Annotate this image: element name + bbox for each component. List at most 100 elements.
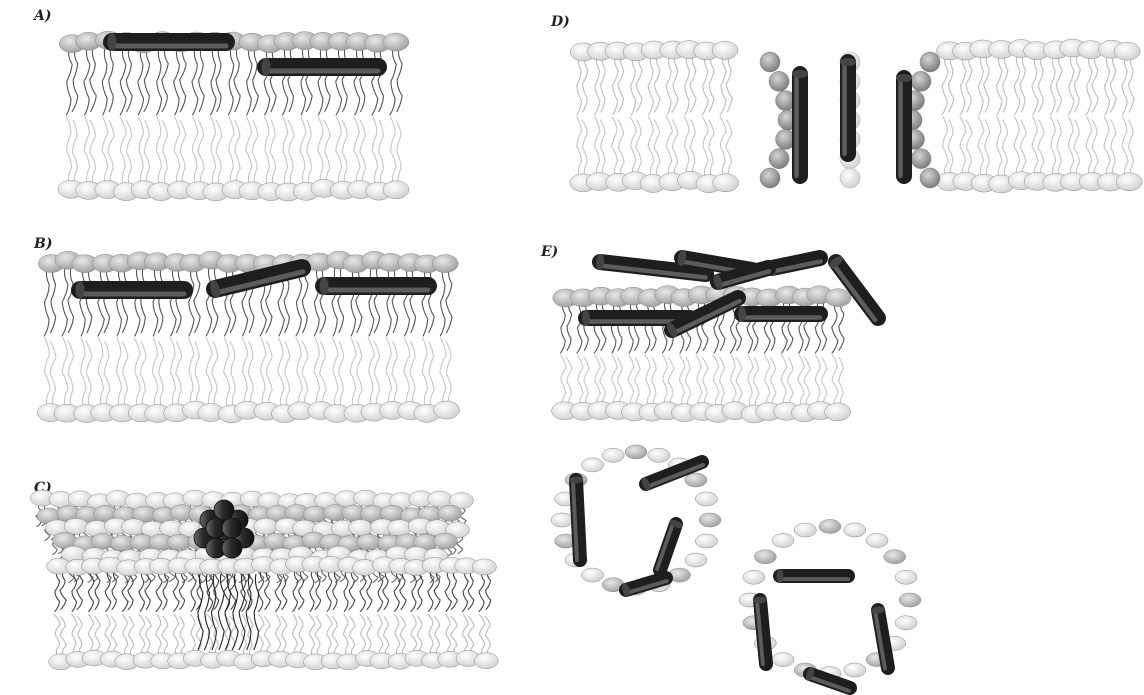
lipid-headgroup <box>754 550 776 564</box>
lipid-tail <box>315 616 321 655</box>
lipid-tail <box>1003 55 1008 112</box>
lipid-tail <box>1129 55 1135 112</box>
lipid-tail <box>1056 55 1062 112</box>
lipid-tail <box>292 571 297 612</box>
lipid-tail <box>645 355 650 407</box>
lipid-tail <box>246 117 252 185</box>
lipid-tail <box>242 338 248 407</box>
lipid-headgroup <box>438 505 462 521</box>
lipid-tail <box>300 117 306 185</box>
lipid-tail <box>960 117 966 177</box>
lipid-tail <box>468 616 474 655</box>
lipid-tail <box>174 117 180 185</box>
lipid-tail <box>1110 55 1116 112</box>
lipid-headgroup <box>760 168 780 188</box>
lipid-tail <box>156 571 162 612</box>
lipid-tail <box>152 338 158 407</box>
lipid-tail <box>228 47 234 115</box>
lipid-tail <box>781 355 787 407</box>
lipid-tail <box>601 301 606 350</box>
lipid-tail <box>1092 120 1098 177</box>
lipid-tail <box>176 267 181 333</box>
lipid-tail <box>234 47 240 112</box>
lipid-tail <box>611 301 616 353</box>
lipid-tail <box>342 120 347 185</box>
lipid-tail <box>126 47 132 112</box>
lipid-tail <box>112 571 117 610</box>
lipid-headgroup <box>472 559 496 575</box>
lipid-headgroup <box>625 445 647 459</box>
lipid-tail <box>1074 55 1080 112</box>
lipid-tail <box>135 267 140 336</box>
lipid-tail <box>685 357 691 406</box>
lipid-tail <box>349 616 355 655</box>
lipid-tail <box>159 341 164 407</box>
lipid-tail <box>612 355 618 407</box>
lipid-tail <box>1122 117 1128 177</box>
lipid-tail <box>264 47 270 115</box>
lipid-tail <box>194 267 200 333</box>
lipid-tail <box>235 120 241 185</box>
lipid-tail <box>422 338 427 407</box>
lipid-headgroup <box>695 492 717 506</box>
lipid-headgroup <box>388 520 412 536</box>
peptide-helix <box>569 476 583 560</box>
lipid-tail <box>462 614 468 655</box>
lipid-tail <box>86 341 92 407</box>
lipid-tail <box>367 571 372 610</box>
lipid-headgroup <box>433 533 457 549</box>
lipid-tail <box>428 614 433 655</box>
lipid-tail <box>394 614 400 655</box>
lipid-tail <box>377 614 383 655</box>
lipid-tail <box>199 47 205 112</box>
lipid-tail <box>966 120 972 177</box>
lipid-tail <box>978 55 983 115</box>
panel-b-partially-inserted-peptides <box>37 251 459 423</box>
lower-leaflet <box>570 117 739 193</box>
peptide-end-cap <box>840 58 856 66</box>
lipid-headgroup <box>1114 42 1140 60</box>
lipid-tail <box>98 267 105 336</box>
lipid-tail <box>191 571 196 612</box>
peptide-helix-end <box>222 518 242 538</box>
lipid-tail <box>630 117 637 177</box>
lipid-tail <box>326 614 332 655</box>
lipid-tail <box>1050 55 1055 115</box>
lipid-tail <box>324 120 330 185</box>
panel-a-carpet-surface-peptides <box>58 31 409 201</box>
lipid-tail <box>253 47 259 112</box>
lipid-tail <box>594 301 600 353</box>
lipid-tail <box>666 55 671 115</box>
lipid-tail <box>344 614 349 655</box>
lipid-tail <box>618 55 624 112</box>
lipid-tail <box>411 614 417 655</box>
lipid-tail <box>445 614 450 655</box>
lipid-tail <box>648 117 654 177</box>
lipid-tail <box>392 341 397 407</box>
lipid-tail <box>652 357 656 406</box>
lipid-tail <box>468 571 474 610</box>
lipid-tail <box>372 117 377 185</box>
lipid-tail <box>566 357 572 406</box>
lipid-headgroup <box>899 593 921 607</box>
lipid-tail <box>105 614 111 655</box>
peptide-helix <box>738 306 820 322</box>
lipid-tail <box>1122 55 1127 115</box>
lipid-tail <box>357 341 363 407</box>
lipid-tail <box>141 267 146 333</box>
lipid-tail <box>397 47 402 112</box>
lipid-tail <box>1105 55 1110 115</box>
lipid-tail <box>266 341 272 407</box>
lipid-tail <box>258 614 264 655</box>
lipid-tail <box>636 120 642 177</box>
lipid-tail <box>122 571 128 612</box>
lipid-tail <box>486 571 491 610</box>
lipid-tail <box>247 47 253 115</box>
lipid-tail <box>122 614 128 655</box>
lipid-tail <box>229 117 234 185</box>
lipid-tail <box>1020 120 1026 177</box>
peptide-end-cap <box>738 306 746 322</box>
peptide-helix <box>777 569 849 583</box>
lipid-tail <box>839 301 844 350</box>
lipid-tail <box>770 357 776 406</box>
